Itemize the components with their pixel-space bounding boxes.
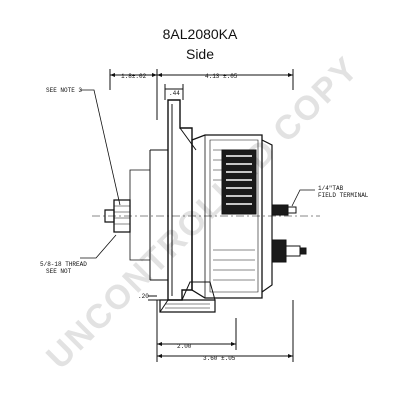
note-thread-line2: SEE NOT	[46, 268, 72, 275]
watermark-text: UNCONTROLLED COPY	[39, 49, 366, 376]
note-tab-line1: 1/4"TAB	[318, 185, 344, 192]
note-see-note: SEE NOTE 3	[46, 87, 82, 94]
dim-small-top: .44	[169, 90, 180, 97]
dim-left-small: .20	[138, 293, 149, 300]
dim-bottom-outer: 3.60 ±.05	[203, 355, 236, 362]
drawing-subtitle: Side	[185, 46, 215, 62]
dim-bottom-inner: 2.00	[177, 343, 192, 350]
note-tab-line2: FIELD TERMINAL	[318, 192, 369, 199]
note-thread-line1: 5/8-18 THREAD	[40, 261, 87, 268]
drawing-title: 8AL2080KA	[162, 26, 238, 42]
dim-top-right: 4.13 ±.05	[205, 73, 238, 80]
dim-top-left: 1.8±.02	[121, 73, 147, 80]
